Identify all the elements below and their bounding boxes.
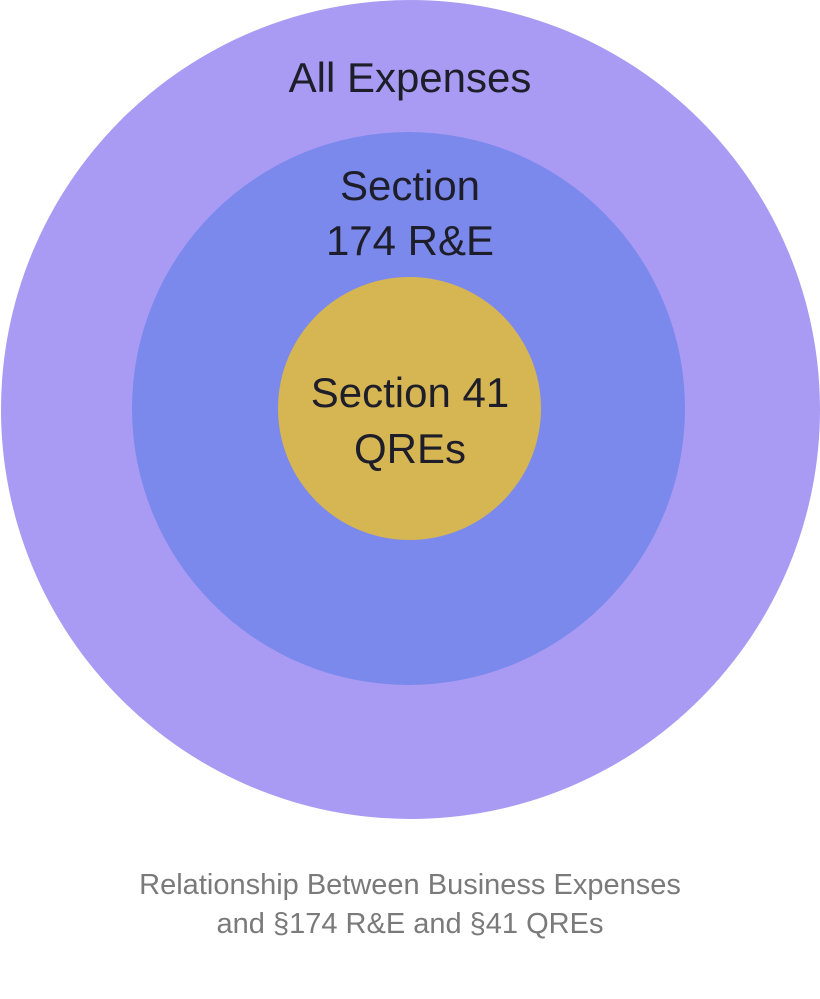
caption-line-1: Relationship Between Business Expenses (139, 869, 681, 901)
section-174-label-line-1: Section (339, 162, 481, 209)
diagram-caption: Relationship Between Business Expenses a… (60, 866, 760, 944)
section-174-label: Section 174 R&E (260, 158, 560, 268)
section-41-label: Section 41 QREs (270, 365, 550, 477)
caption-line-2: and §174 R&E and §41 QREs (216, 908, 604, 940)
section-41-label-line-1: Section 41 (310, 369, 510, 416)
section-174-label-line-2: 174 R&E (325, 217, 495, 264)
section-41-label-line-2: QREs (353, 425, 466, 472)
section-41-circle (278, 277, 541, 540)
all-expenses-label: All Expenses (288, 54, 532, 101)
